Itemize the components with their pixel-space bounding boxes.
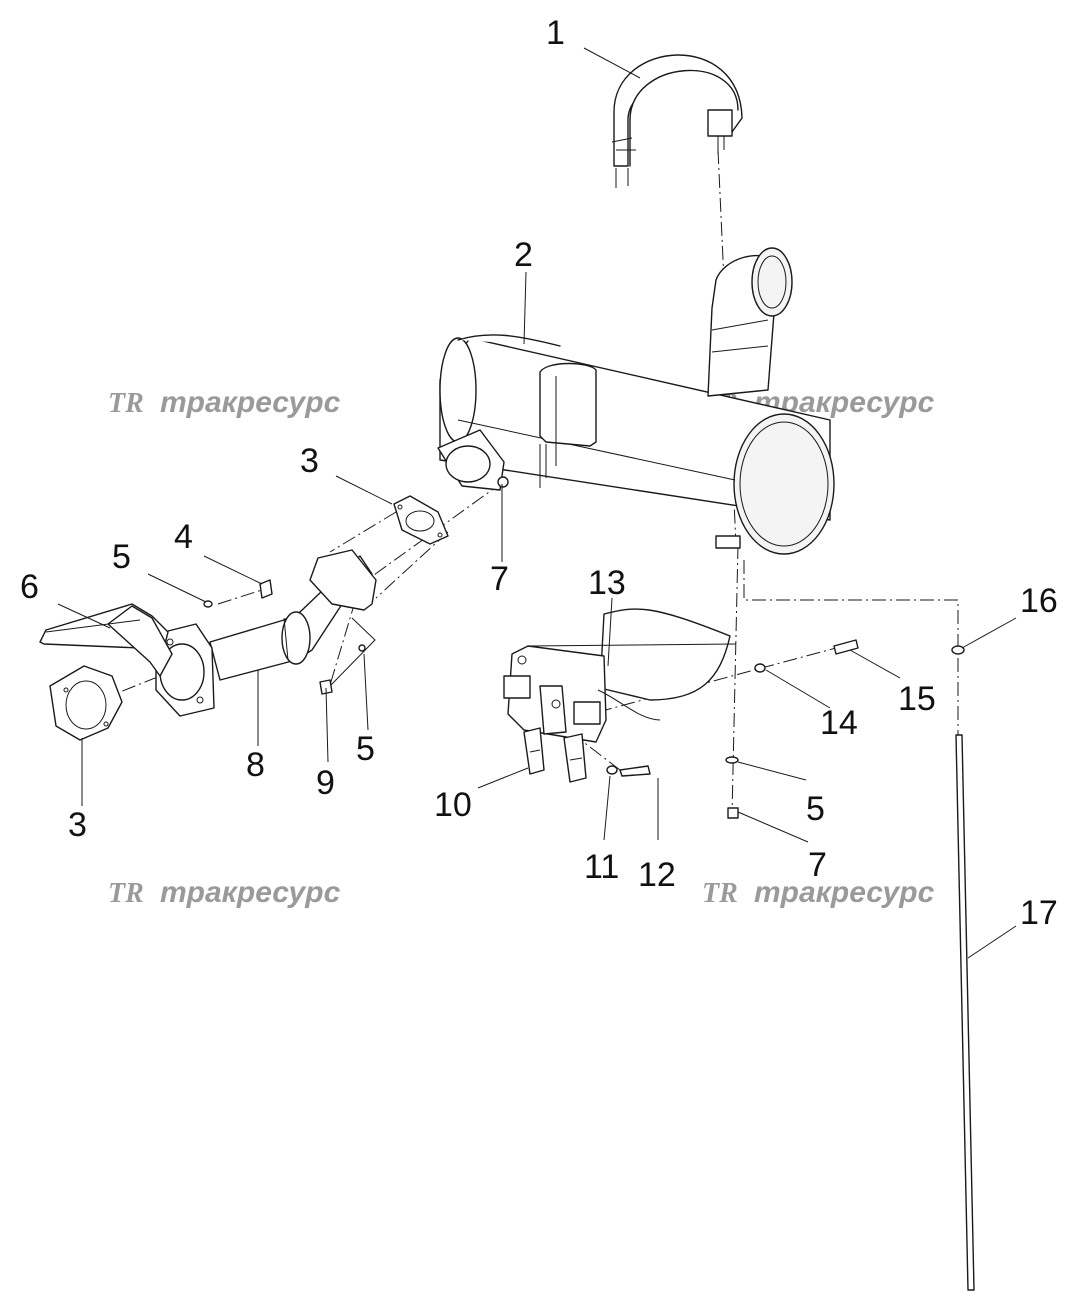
watermark-logo: TR <box>108 388 144 419</box>
callout-4: 4 <box>174 518 193 556</box>
gasket-upper <box>393 495 449 545</box>
callout-3-lower: 3 <box>68 806 87 844</box>
hardware <box>203 476 965 819</box>
leader-lines <box>57 47 1017 959</box>
callout-5-center: 5 <box>356 730 375 768</box>
exhaust-pipe <box>155 549 377 717</box>
callout-7-upper: 7 <box>490 560 509 598</box>
callout-8: 8 <box>246 746 265 784</box>
watermark-text: тракресурс <box>160 386 341 419</box>
watermark-bottom-right: TR тракресурс <box>702 876 935 909</box>
watermark-bottom-left: TR тракресурс <box>108 876 341 909</box>
muffler-bracket <box>503 608 737 743</box>
callout-1: 1 <box>546 14 565 52</box>
watermark-text: тракресурс <box>160 876 341 909</box>
heat-shield <box>39 603 173 677</box>
callout-12: 12 <box>638 856 676 894</box>
callout-2: 2 <box>514 236 533 274</box>
callout-labels: 1 2 3 3 4 5 5 5 6 7 7 8 9 10 11 12 13 14… <box>20 14 1058 932</box>
clamp-plates <box>523 727 587 783</box>
watermark-logo: TR <box>108 878 144 909</box>
callout-7-lower: 7 <box>808 846 827 884</box>
muffler <box>437 247 835 555</box>
callout-16: 16 <box>1020 582 1058 620</box>
callout-15: 15 <box>898 680 936 718</box>
rod <box>955 734 975 1291</box>
callout-13: 13 <box>588 564 626 602</box>
u-clamp <box>611 54 743 188</box>
callout-10: 10 <box>434 786 472 824</box>
callout-14: 14 <box>820 704 858 742</box>
callout-17: 17 <box>1020 894 1058 932</box>
callout-11: 11 <box>584 848 619 886</box>
callout-5-left: 5 <box>112 538 131 576</box>
gasket-lower <box>49 665 123 741</box>
watermark-top-left: TR тракресурс <box>108 386 341 419</box>
callout-9: 9 <box>316 764 335 802</box>
watermark-logo: TR <box>702 878 738 909</box>
callout-3-upper: 3 <box>300 442 319 480</box>
callout-6: 6 <box>20 568 39 606</box>
watermark-text: тракресурс <box>754 876 935 909</box>
callout-5-right: 5 <box>806 790 825 828</box>
